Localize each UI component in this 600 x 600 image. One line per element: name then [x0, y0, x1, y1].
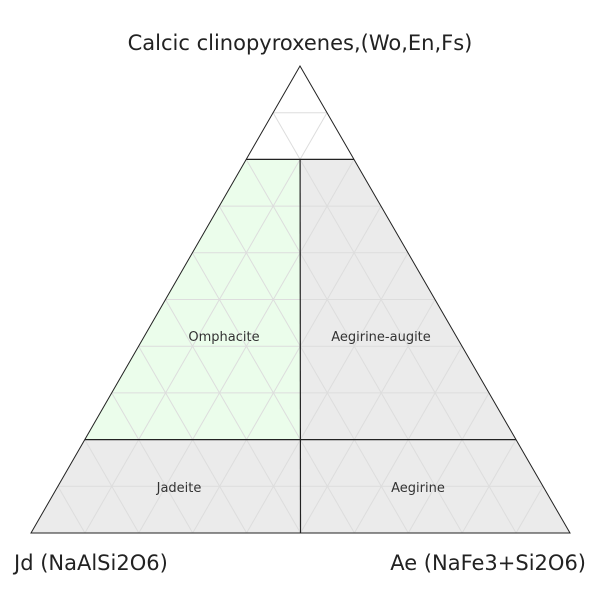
grid-line-left	[57, 486, 86, 534]
grid-line-left	[218, 205, 409, 534]
grid-line-right	[461, 439, 517, 534]
label-aegirine-augite: Aegirine-augite	[331, 330, 431, 345]
axis-title-right: Ae (NaFe3+Si2O6)	[390, 551, 586, 575]
grid-line-left	[272, 112, 517, 534]
grid-line-left	[84, 439, 140, 534]
label-aegirine: Aegirine	[391, 481, 445, 496]
grid-line-right	[300, 299, 436, 534]
grid-line-left	[165, 299, 301, 534]
triangle-outline	[30, 64, 571, 534]
grid-line-right	[515, 486, 544, 534]
grid-line-right	[407, 392, 490, 534]
grid-line-right	[192, 205, 382, 534]
grid-line-left	[111, 392, 194, 534]
region-boundaries	[84, 158, 516, 534]
label-omphacite: Omphacite	[188, 330, 259, 345]
grid-line-right	[84, 112, 328, 534]
axis-title-left: Jd (NaAlSi2O6)	[12, 551, 168, 575]
label-jadeite: Jadeite	[156, 481, 202, 496]
axis-title-top: Calcic clinopyroxenes,(Wo,En,Fs)	[128, 31, 473, 55]
